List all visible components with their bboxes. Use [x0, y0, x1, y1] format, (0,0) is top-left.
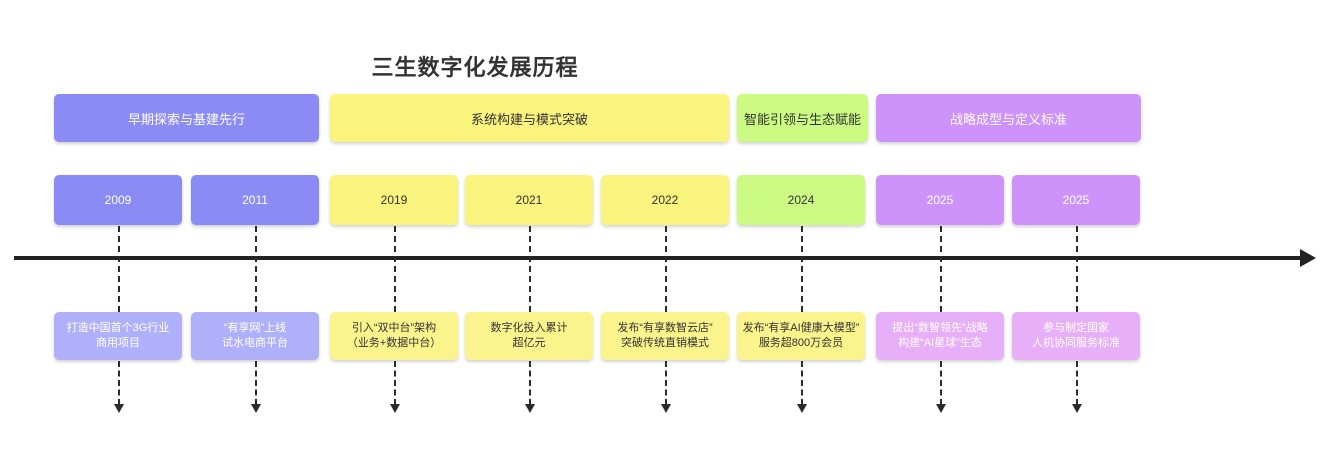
- connector-line-lower: [529, 361, 531, 405]
- event-card-line2: 商用项目: [96, 337, 140, 349]
- year-label: 2009: [104, 193, 132, 207]
- event-card-line1: 提出“数智领先”战略: [892, 322, 988, 335]
- event-card-line2: 人机协同服务标准: [1032, 337, 1120, 349]
- connector-arrow-icon: [390, 404, 400, 413]
- year-box[interactable]: 2025: [1012, 175, 1140, 225]
- year-label: 2025: [926, 193, 954, 207]
- connector-arrow-icon: [1072, 404, 1082, 413]
- event-card[interactable]: 参与制定国家人机协同服务标准: [1012, 312, 1140, 360]
- year-label: 2019: [380, 193, 408, 207]
- event-card[interactable]: 引入“双中台”架构 （业务+数据中台）: [330, 312, 458, 360]
- year-box[interactable]: 2019: [330, 175, 458, 225]
- year-box[interactable]: 2025: [876, 175, 1004, 225]
- event-card-line2: 突破传统直销模式: [621, 337, 709, 349]
- event-card-line1: 数字化投入累计: [490, 322, 568, 335]
- page-title: 三生数字化发展历程: [371, 55, 579, 80]
- event-card[interactable]: “有享网”上线试水电商平台: [191, 312, 319, 360]
- year-box[interactable]: 2021: [465, 175, 593, 225]
- event-card-line2: 试水电商平台: [222, 337, 288, 349]
- connector-line-lower: [394, 361, 396, 405]
- timeline-axis-arrow-icon: [1300, 249, 1316, 267]
- connector-line-lower: [1076, 361, 1078, 405]
- phase-bar-label: 系统构建与模式突破: [470, 111, 588, 127]
- connector-line-lower: [801, 361, 803, 405]
- event-card-line1: “有享网”上线: [223, 322, 287, 335]
- event-card-line1: 发布“有享AI健康大模型”: [742, 322, 860, 335]
- phase-bar-label: 智能引领与生态赋能: [743, 111, 861, 127]
- timeline-axis: [14, 256, 1304, 260]
- connector-line-upper: [801, 226, 803, 312]
- year-box[interactable]: 2009: [54, 175, 182, 225]
- connector-line-lower: [255, 361, 257, 405]
- phase-bar-row: 早期探索与基建先行 系统构建与模式突破 智能引领与生态赋能 战略成型与定义标准: [0, 94, 1330, 142]
- year-box[interactable]: 2011: [191, 175, 319, 225]
- connector-arrow-icon: [936, 404, 946, 413]
- connector-line-upper: [665, 226, 667, 312]
- connector-line-upper: [255, 226, 257, 312]
- connector-line-upper: [529, 226, 531, 312]
- event-card-row: 打造中国首个3G行业商用项目“有享网”上线试水电商平台引入“双中台”架构（业务+…: [0, 312, 1330, 360]
- connector-arrow-icon: [797, 404, 807, 413]
- event-card-line1: 参与制定国家: [1043, 322, 1109, 335]
- event-card-line2: 超亿元: [512, 337, 546, 349]
- year-label: 2021: [515, 193, 543, 207]
- event-card-line2: 服务超800万会员: [758, 337, 844, 349]
- connector-arrow-icon: [525, 404, 535, 413]
- phase-bar-label: 战略成型与定义标准: [949, 111, 1067, 127]
- connector-line-upper: [394, 226, 396, 312]
- year-label: 2011: [242, 193, 268, 207]
- connector-line-lower: [665, 361, 667, 405]
- connector-line-lower: [940, 361, 942, 405]
- phase-bar[interactable]: 智能引领与生态赋能: [737, 94, 868, 142]
- phase-bar-label: 早期探索与基建先行: [127, 111, 245, 127]
- phase-bar[interactable]: 系统构建与模式突破: [330, 94, 729, 142]
- connector-line-upper: [940, 226, 942, 312]
- phase-bar[interactable]: 早期探索与基建先行: [54, 94, 319, 142]
- event-card-line2: （业务+数据中台）: [346, 337, 442, 349]
- event-card-line2: 构建“AI星球”生态: [898, 337, 982, 349]
- event-card-line1: 引入“双中台”架构: [351, 322, 437, 335]
- year-box[interactable]: 2022: [601, 175, 729, 225]
- event-card[interactable]: 发布“有享AI健康大模型” 服务超800万会员: [737, 312, 865, 360]
- event-card-line1: 打造中国首个3G行业: [66, 322, 170, 335]
- event-card[interactable]: 数字化投入累计超亿元: [465, 312, 593, 360]
- connector-line-upper: [118, 226, 120, 312]
- event-card[interactable]: 发布“有享数智云店” 突破传统直销模式: [601, 312, 729, 360]
- year-label: 2025: [1062, 193, 1090, 207]
- year-label: 2022: [651, 193, 679, 207]
- event-card[interactable]: 打造中国首个3G行业商用项目: [54, 312, 182, 360]
- phase-bar[interactable]: 战略成型与定义标准: [876, 94, 1141, 142]
- connector-arrow-icon: [114, 404, 124, 413]
- year-box[interactable]: 2024: [737, 175, 865, 225]
- year-label: 2024: [787, 193, 815, 207]
- connector-line-lower: [118, 361, 120, 405]
- connector-arrow-icon: [661, 404, 671, 413]
- event-card-line1: 发布“有享数智云店”: [617, 322, 713, 335]
- event-card[interactable]: 提出“数智领先”战略构建“AI星球”生态: [876, 312, 1004, 360]
- connector-arrow-icon: [251, 404, 261, 413]
- connector-line-upper: [1076, 226, 1078, 312]
- year-box-row: 2009 2011 2019 2021 2022 2024 2025 2025: [0, 175, 1330, 225]
